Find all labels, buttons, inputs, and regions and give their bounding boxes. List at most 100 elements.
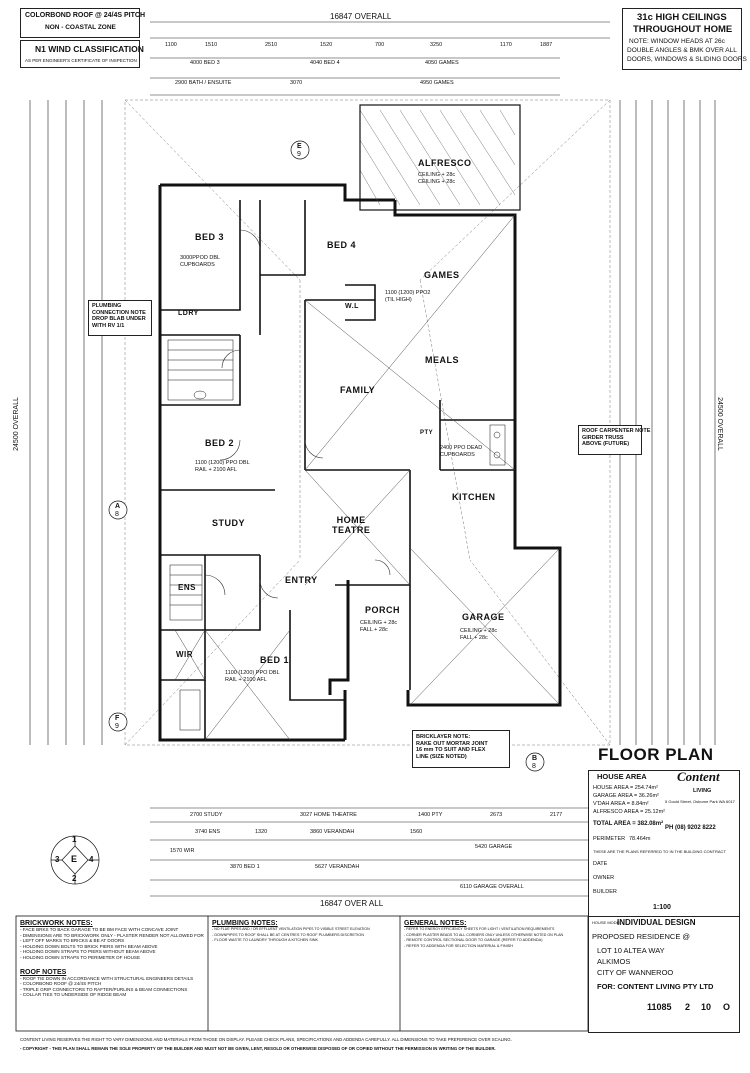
section-e-bottom: 9 [297,151,301,158]
plumbing-notes-title: PLUMBING NOTES: [212,920,278,927]
wind-sub: AS PER ENGINEER'S CERTIFICATE OF INSPECT… [25,58,137,63]
proposed-residence: PROPOSED RESIDENCE @ [592,932,691,941]
bottom-dim3-3: 5627 VERANDAH [315,864,360,870]
room-study: STUDY [212,518,246,528]
builder-label: BUILDER [593,889,617,895]
top-dim-5: 700 [375,42,385,48]
ceiling-note-box: 31c HIGH CEILINGS THROUGHOUT HOME NOTE: … [622,8,747,70]
brickwork-note: - LEFT OFF MARKS TO BRICKS & BE AT DOORS [20,938,125,944]
section-f-bottom: 9 [115,723,119,730]
room-pty: PTY [420,430,434,436]
room-family: FAMILY [340,385,376,395]
bottom-dim2-2: 1320 [255,829,268,835]
roof-note: - COLLAR TIES TO UNDERSIDE OF RIDGE BEAM [20,992,127,998]
brickwork-note: - DIMENSIONS ARE TO BRICKWORK ONLY - PLA… [20,932,204,938]
built-note: THESE ARE THE PLANS REFERRED TO IN THE B… [593,849,726,854]
brickwork-note: - FACE BRKS TO BACK GARAGE TO BE BM FACE… [20,927,179,932]
room-ens: ENS [178,583,196,592]
ceiling-note-3: DOORS, WINDOWS & SLIDING DOORS [627,56,747,63]
external-walls [158,183,562,742]
section-b-top: B [532,755,538,762]
roof-note: - ROOF TIE DOWN IN ACCORDANCE WITH STRUC… [20,975,194,981]
general-note: - REFER TO ADDENDA FOR SELECTION MATERIA… [404,943,513,948]
overall-bottom-dim: 16847 OVER ALL [320,899,384,908]
room-bed-1: BED 1 [260,655,290,665]
room-garage-note: CEILING + 28c FALL + 28c [460,628,498,641]
plumbing-connection-text: PLUMBING CONNECTION NOTE DROP BLAB UNDER… [92,303,146,329]
bottom-dim3-1: 1570 WIR [170,848,195,854]
top-dim-2: 1510 [205,42,218,48]
garage-area: GARAGE AREA = 36.26m² [593,793,659,799]
top-dim2-2: 4040 BED 4 [310,60,340,66]
house-model-label: HOUSE MODEL [592,920,622,925]
plumbing-note: - DOWNPIPES TO ROOF SHALL BE AT CENTRES … [212,932,364,937]
house-area: HOUSE AREA = 254.74m² [593,785,658,791]
roof-carpenter-text: ROOF CARPENTER NOTE GIRDER TRUSS ABOVE (… [582,428,651,447]
room-garage: GARAGE [462,612,505,622]
room-meals: MEALS [425,355,459,365]
top-dim3-2: 3070 [290,80,303,86]
garage-cross [174,214,561,741]
ceiling-note-1: NOTE: WINDOW HEADS AT 26c [629,38,725,45]
suburb: ALKIMOS [597,957,631,966]
bottom-dim-4: 2673 [490,812,503,818]
top-dim2-3: 4050 GAMES [425,60,459,66]
sheet-total: 10 [701,1002,712,1012]
room-bed-2: BED 2 [205,438,235,448]
alfresco-slab [359,104,521,211]
top-dim3-1: 2900 BATH / ENSUITE [175,80,232,86]
general-note: - CORNER PLASTER BEADS TO ALL CORNERS ON… [404,932,564,937]
scale: 1:100 [653,904,671,911]
room-porch: PORCH [365,605,401,615]
brickwork-note: - HOLDING DOWN STRAPS TO PERIMETER OF HO… [20,954,141,960]
footer-disclaimer: CONTENT LIVING RESERVES THE RIGHT TO VAR… [20,1037,512,1042]
plumbing-note: - NO FLUE PIPES AND / OR EFFLUENT VENTIL… [212,927,370,931]
ceiling-title-2: THROUGHOUT HOME [633,24,733,35]
room-ldry: LDRY [178,310,199,317]
roof-notes-title: ROOF NOTES [20,968,67,976]
room-games-note: 1100 (1200) PPO2 (TIL HIGH) [385,290,431,303]
compass-centre: 4 [89,855,94,864]
roof-note: - TRIPLE GRIP CONNECTORS TO RAFTER/PURLI… [20,986,188,992]
floor-plan-title: FLOOR PLAN [598,745,714,764]
bottom-dim3-2: 3870 BED 1 [230,864,260,870]
roof-lines [124,99,611,746]
top-dim-4: 1520 [320,42,333,48]
title-block: HOUSE AREA HOUSE AREA = 254.74m² GARAGE … [588,770,740,918]
roof-carpenter-callout: ROOF CARPENTER NOTE GIRDER TRUSS ABOVE (… [578,425,650,455]
total-area: TOTAL AREA = 382.08m² [593,821,664,827]
roof-sub: NON - COASTAL ZONE [45,24,116,31]
lot-address: LOT 10 ALTEA WAY [597,946,665,955]
brand-address: 5 Gould Street, Osborne Park WA 6017 [665,799,735,804]
section-a-top: A [115,503,121,510]
bottom-dim-1: 2700 STUDY [190,812,223,818]
date-label: DATE [593,861,608,867]
alfresco-area: ALFRESCO AREA = 25.12m² [593,809,665,815]
brickwork-note: - HOLDING DOWN BOLTS TO BRICK PIERS WITH… [20,943,158,949]
bottom-dim-2: 3027 HOME THEATRE [300,812,357,818]
brand-phone: PH (08) 9202 8222 [665,825,716,831]
design-name: INDIVIDUAL DESIGN [617,918,696,927]
compass-n: 1 [72,835,77,844]
top-dim-1: 1100 [165,42,177,48]
room-wl: W.L [345,303,359,310]
wet-area-fixtures [167,339,506,731]
top-dim-8: 1887 [540,42,553,48]
section-a-bottom: 8 [115,511,119,518]
dimension-lines [29,21,716,897]
room-bed-4: BED 4 [327,240,357,250]
roof-note: - COLORBOND ROOF @ 24/4S PITCH [20,981,102,987]
compass [50,835,100,885]
compass-s: 2 [72,874,77,883]
bottom-dim2-4: 1560 [410,829,423,835]
verandah-area: V'DAH AREA = 8.84m² [593,801,649,807]
general-note: - REMOTE CONTROL SECTIONAL DOOR TO GARAG… [404,938,543,943]
brickwork-notes-title: BRICKWORK NOTES: [20,920,93,927]
general-notes: GENERAL NOTES: - REFER TO ENERGY EFFICIE… [404,920,586,949]
garage-overall-dim: 6110 GARAGE OVERALL [460,884,524,890]
room-wir: WIR [176,650,194,659]
bricklayer-callout: BRICKLAYER NOTE: RAKE OUT MORTAR JOINT 1… [412,730,510,768]
brand-sub: LIVING [693,788,712,794]
room-bed-3: BED 3 [195,232,225,242]
